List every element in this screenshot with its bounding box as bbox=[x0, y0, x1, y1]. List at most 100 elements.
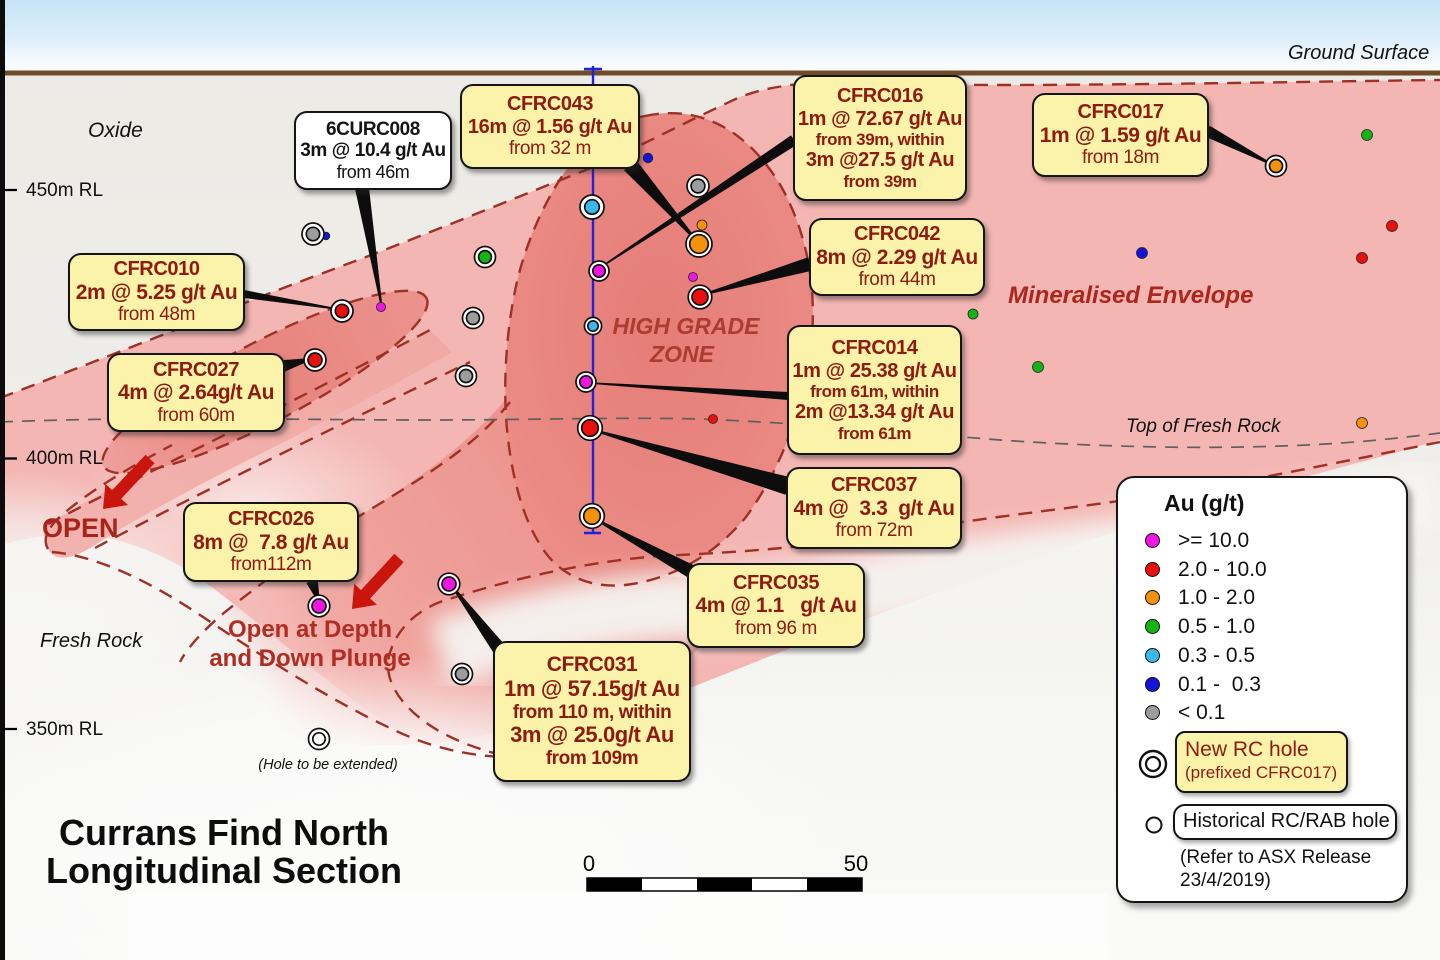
callout-line: 2m @13.34 g/t Au bbox=[794, 401, 955, 424]
legend-newrc-label: New RC hole bbox=[1185, 738, 1309, 761]
scale-bar-segment bbox=[587, 878, 642, 891]
scale-bar: 0 50 bbox=[583, 851, 868, 892]
dot-gray bbox=[465, 310, 481, 326]
callout-line: 1m @ 1.59 g/t Au bbox=[1039, 123, 1202, 147]
dot-red bbox=[580, 418, 600, 438]
legend-newrc-inner-circle bbox=[1144, 755, 1162, 773]
leader-CFRC042 bbox=[704, 257, 812, 295]
callout-line: from 39m bbox=[843, 171, 917, 191]
dot-red bbox=[691, 288, 709, 306]
legend-item--10.0: >= 10.0 bbox=[1118, 528, 1406, 556]
dot-gray bbox=[458, 368, 474, 384]
callout-line: CFRC035 bbox=[732, 571, 820, 594]
leader-CFRC010 bbox=[243, 290, 338, 310]
legend-item-label: < 0.1 bbox=[1178, 701, 1226, 725]
callout-line: 8m @ 2.29 g/t Au bbox=[816, 245, 978, 269]
callout-line: from 39m, within bbox=[815, 130, 945, 150]
callout-line: 2m @ 5.25 g/t Au bbox=[75, 280, 238, 304]
callout-line: 4m @ 2.64g/t Au bbox=[117, 381, 275, 405]
high-grade-blob-boundary bbox=[504, 111, 815, 587]
scale-start-label: 0 bbox=[583, 851, 595, 876]
tail-tip-boundary bbox=[44, 443, 173, 550]
leader-CFRC016 bbox=[600, 135, 797, 268]
callout-line: CFRC010 bbox=[113, 258, 200, 281]
dot-orange bbox=[1268, 158, 1284, 174]
rl-400-label: 400m RL bbox=[26, 448, 104, 469]
dot-green bbox=[1361, 129, 1373, 141]
callout-line: 3m @ 25.0g/t Au bbox=[510, 722, 674, 748]
callout-line: CFRC027 bbox=[152, 358, 240, 381]
callout-line: 6CURC008 bbox=[326, 118, 420, 140]
leader-CFRC043 bbox=[624, 159, 697, 241]
dot-red bbox=[1356, 252, 1368, 264]
callout-line: from 46m bbox=[336, 161, 410, 182]
dot-orange bbox=[582, 506, 602, 526]
figure-title-line2: Longitudinal Section bbox=[46, 850, 402, 891]
legend-item-1.0-2.0: 1.0 - 2.0 bbox=[1118, 585, 1406, 613]
fresh-rock-label: Fresh Rock bbox=[40, 630, 143, 652]
legend-dot-magenta bbox=[1145, 533, 1160, 548]
dot-green bbox=[967, 308, 979, 320]
callout-line: from 72m bbox=[835, 520, 913, 542]
ground-surface-line bbox=[0, 70, 1440, 76]
open-at-depth-line1: Open at Depth bbox=[227, 616, 393, 643]
dot-green bbox=[1032, 361, 1044, 373]
leader-CFRC014 bbox=[590, 382, 789, 400]
dot-cyan bbox=[586, 319, 600, 333]
callout-line: 1m @ 72.67 g/t Au bbox=[797, 107, 963, 130]
figure-title-line1: Currans Find North bbox=[59, 812, 389, 853]
tail-band-top-boundary bbox=[47, 328, 431, 526]
callout-line: 3m @27.5 g/t Au bbox=[805, 149, 955, 172]
legend-item-label: 2.0 - 10.0 bbox=[1178, 557, 1267, 581]
legend-dot-orange bbox=[1145, 590, 1160, 606]
legend-item-2.0-10.0: 2.0 - 10.0 bbox=[1118, 557, 1406, 585]
legend-historical-box: Historical RC/RAB hole bbox=[1173, 804, 1397, 840]
dot-red bbox=[708, 414, 718, 424]
envelope-lower-left-boundary bbox=[51, 550, 506, 759]
mineralised-envelope-label: Mineralised Envelope bbox=[1008, 282, 1254, 309]
dot-blue bbox=[642, 152, 654, 164]
callout-line: CFRC017 bbox=[1077, 101, 1164, 124]
legend-title: Au (g/t) bbox=[1164, 490, 1245, 516]
dot-magenta bbox=[375, 301, 386, 312]
callout-line: 8m @ 7.8 g/t Au bbox=[193, 530, 349, 554]
left-border bbox=[0, 0, 5, 960]
callout-line: 1m @ 25.38 g/t Au bbox=[792, 359, 957, 382]
dot-magenta bbox=[688, 272, 698, 282]
legend-item-0.5-1.0: 0.5 - 1.0 bbox=[1118, 614, 1406, 642]
callout-line: from 61m bbox=[837, 423, 912, 443]
dot-red bbox=[307, 352, 323, 368]
legend-dot-gray bbox=[1145, 705, 1160, 721]
callout-line: 16m @ 1.56 g/t Au bbox=[467, 115, 633, 138]
callout-line: from 61m, within bbox=[810, 382, 939, 402]
legend-item-0.1-0.3: 0.1 - 0.3 bbox=[1118, 672, 1406, 700]
dot-cyan bbox=[583, 198, 601, 216]
dot-gray bbox=[690, 178, 706, 194]
callout-line: from 110 m, within bbox=[512, 701, 672, 723]
callout-line: from 96 m bbox=[735, 617, 817, 639]
legend-note-line2: 23/4/2019) bbox=[1180, 870, 1271, 892]
callout-line: CFRC037 bbox=[830, 474, 918, 497]
callout-line: from 109m bbox=[545, 748, 639, 770]
dot-orange bbox=[688, 233, 710, 255]
dot-open-hole bbox=[311, 731, 327, 747]
leader-CFRC037 bbox=[592, 429, 791, 495]
legend-dot-cyan bbox=[1145, 647, 1160, 663]
callout-line: 1m @ 57.15g/t Au bbox=[504, 676, 680, 702]
dot-red bbox=[334, 303, 350, 319]
plunge-arrows bbox=[103, 454, 404, 609]
dot-magenta bbox=[311, 598, 327, 614]
dot-blue bbox=[1136, 247, 1148, 259]
bottom-white-strip bbox=[128, 893, 1108, 960]
dot-red bbox=[1386, 220, 1398, 232]
